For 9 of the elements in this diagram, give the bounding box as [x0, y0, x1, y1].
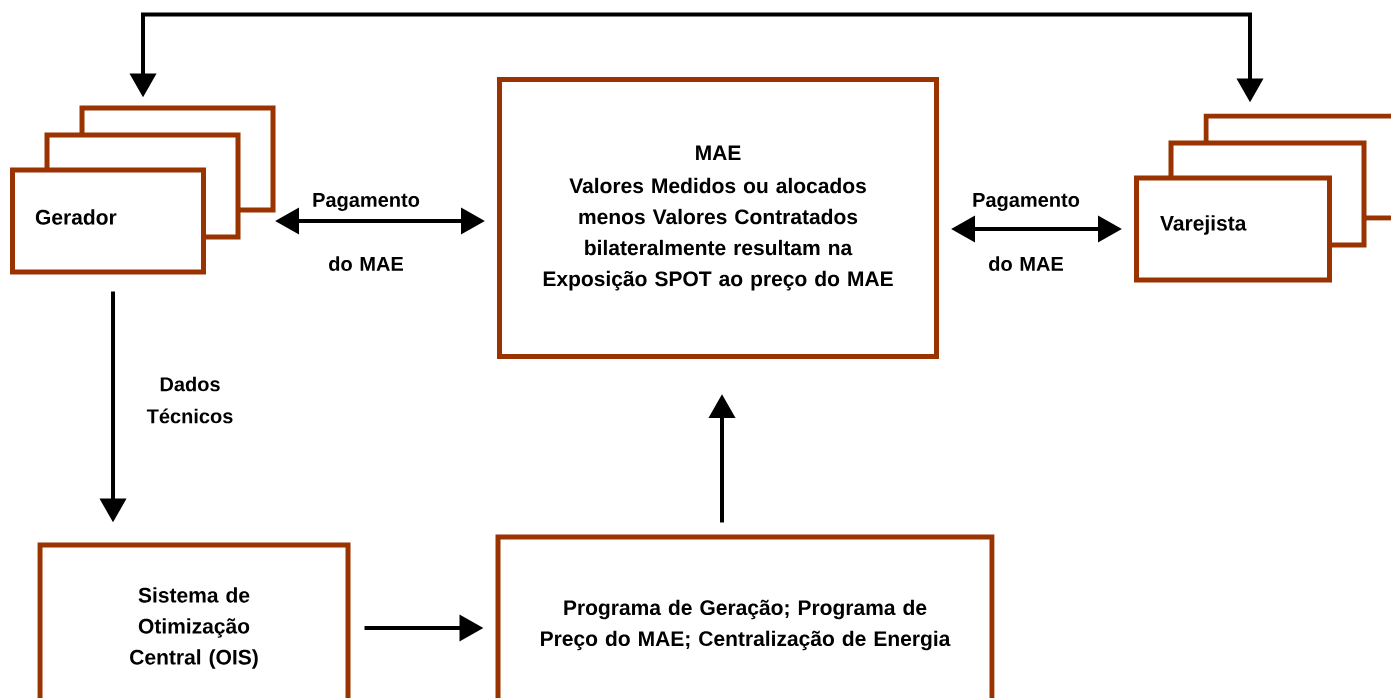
process-box: Sistema de Otimização Central (OIS)	[37, 542, 351, 698]
edge-label: Pagamento do MAE	[973, 193, 1080, 271]
stacked-box: Varejista	[1134, 113, 1391, 283]
node-label: Varejista	[1160, 215, 1247, 235]
process-box: Programa de Geração; Programa de Preço do MAE; Centralização de Energia	[495, 534, 995, 698]
edge-label: Pagamento do MAE	[313, 193, 420, 271]
process-box: MAE Valores Medidos ou alocados menos Valores Contratados bilateralmente resultam na Exposição SPOT ao preço do MAE	[497, 77, 939, 359]
edge-label: Dados Técnicos	[146, 376, 233, 424]
stacked-box: Gerador	[10, 105, 276, 275]
